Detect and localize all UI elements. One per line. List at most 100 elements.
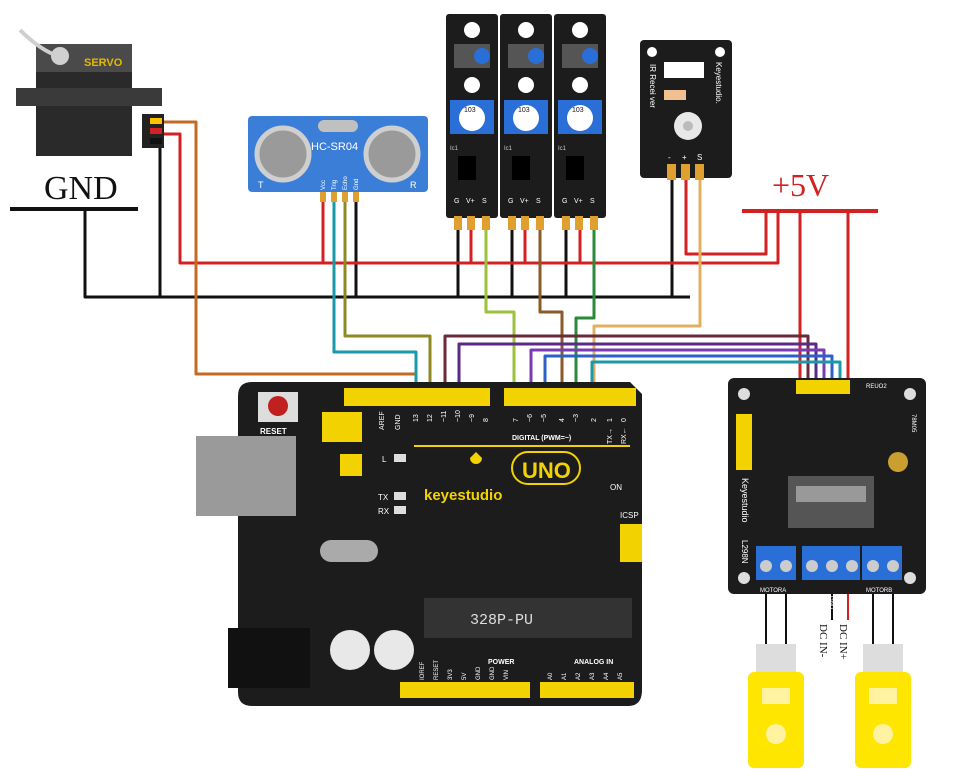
ultrasonic-echo-wire [343, 200, 432, 396]
dc-in-plus-label: DC IN+ [837, 624, 849, 660]
ctrl-wire-4 [543, 354, 834, 396]
ctrl-wire-3 [529, 348, 826, 396]
pin-7-label: 7 [513, 418, 520, 422]
line-sensor-1-pin-s: S [482, 198, 487, 205]
line-sensor-2-ic: Ic1 [504, 146, 513, 152]
line-sensor-2-pin-s: S [536, 198, 541, 205]
servo-label: SERVO [84, 57, 123, 69]
pin-13-label: 13 [413, 414, 420, 422]
line-sensor-1-pin-g: G [454, 198, 459, 205]
pin-3-label: ~3 [573, 414, 580, 422]
line-sensors: 103 Ic1 G V+ S 103 Ic1 G V+ S [446, 14, 606, 230]
pin-1-label: 1 [607, 418, 614, 422]
led-rx-label: RX [378, 507, 390, 516]
power-pin-gnd-2: GND [490, 666, 496, 680]
ultrasonic-pin-trig: Trig [332, 180, 338, 190]
aref-label: AREF [379, 411, 386, 430]
line-sensor-2: 103 Ic1 G V+ S [500, 14, 552, 230]
uno-brand-label: keyestudio [424, 487, 502, 504]
motor-b-label: MOTORB [866, 588, 892, 594]
l298-brand-label: Keyestudio [740, 478, 750, 523]
power-pin-ioref: IOREF [420, 661, 426, 680]
pin-6-label: ~6 [527, 414, 534, 422]
pin-12-label: 12 [427, 414, 434, 422]
analog-pin-a1: A1 [562, 672, 568, 680]
power-label: POWER [488, 659, 514, 666]
analog-pin-a5: A5 [618, 672, 624, 680]
ultrasonic-sensor: HC-SR04 T R Vcc Trig Echo Gnd [248, 116, 428, 202]
line-sensor-1-pin-v: V+ [466, 198, 475, 205]
uno-label: UNO [522, 458, 571, 483]
power-pin-vin: VIN [504, 670, 510, 680]
pin-5-label: ~5 [541, 414, 548, 422]
pin-2-label: 2 [591, 418, 598, 422]
l298-regulator-label: 78M05 [910, 414, 916, 433]
ultrasonic-trig-wire [332, 200, 418, 396]
gnd-bus-wire [83, 209, 690, 299]
servo-5v-wire [162, 132, 780, 265]
pin-10-label: ~10 [455, 410, 462, 422]
ctrl-wire-2 [457, 342, 818, 396]
icsp-label: ICSP [620, 511, 639, 520]
ir-pin-s: S [697, 153, 702, 162]
ultrasonic-pin-gnd: Gnd [354, 179, 360, 190]
ultrasonic-label: HC-SR04 [311, 141, 358, 153]
ultrasonic-t-label: T [258, 180, 264, 190]
l298-gnd-label: GND [828, 596, 834, 610]
ir-signal-wire [592, 180, 702, 396]
l298n-driver: REUO2 Keyestudio L298N 78M05 MOTORA MOTO… [728, 378, 926, 610]
l298-vms-label: VMS [848, 596, 854, 609]
led-l-label: L [382, 455, 387, 464]
l298-header-label: REUO2 [866, 384, 887, 390]
plus5v-label: +5V [772, 167, 829, 203]
reset-button-label: RESET [260, 427, 287, 436]
gear-motor-b [855, 644, 911, 768]
power-pin-reset: RESET [434, 660, 440, 680]
pin-9-label: ~9 [469, 414, 476, 422]
led-tx-label: TX [378, 493, 389, 502]
ir-pin-gnd: - [668, 153, 671, 162]
line-sensor-1-pot: 103 [464, 107, 476, 114]
analog-pin-a0: A0 [548, 672, 554, 680]
line2-signal-wire [538, 230, 564, 396]
analog-label: ANALOG IN [574, 659, 613, 666]
l298-5v-label: 5V [808, 596, 814, 603]
line-sensor-2-pin-v: V+ [520, 198, 529, 205]
line-sensor-1-ic: Ic1 [450, 146, 459, 152]
power-pin-gnd-1: GND [476, 666, 482, 680]
line-sensor-3-pin-v: V+ [574, 198, 583, 205]
power-pin-5v: 5V [462, 673, 468, 680]
line-sensor-1: 103 Ic1 G V+ S [446, 14, 498, 230]
servo-motor: SERVO [16, 28, 164, 156]
pin-4-label: 4 [559, 418, 566, 422]
line-sensor-2-pin-g: G [508, 198, 513, 205]
rx-arrow-label: RX← [621, 427, 628, 444]
line-sensor-3-pot: 103 [572, 107, 584, 114]
dc-in-minus-label: DC IN- [817, 624, 829, 658]
pin-11-label: ~11 [441, 411, 448, 422]
motor-a-label: MOTORA [760, 588, 786, 594]
ir-board-label: IR Recei ver [648, 64, 657, 108]
arduino-uno: RESET 328P-PU AREF GND 13 12 ~11 ~10 ~9 … [196, 382, 642, 706]
analog-pin-a3: A3 [590, 672, 596, 680]
line-sensor-3-pin-s: S [590, 198, 595, 205]
ladybug-icon [470, 452, 482, 464]
ultrasonic-pin-echo: Echo [343, 176, 349, 190]
line-sensor-2-pot: 103 [518, 107, 530, 114]
digital-label: DIGITAL (PWM=~) [512, 435, 571, 442]
ir-brand-label: Keyestudio. [714, 62, 723, 104]
line1-signal-wire [484, 230, 516, 396]
ir-pin-vcc: + [682, 153, 687, 162]
power-pin-3v3: 3V3 [448, 669, 454, 680]
ir-receiver: IR Recei ver Keyestudio. - + S [640, 40, 732, 180]
ctrl-wire-5 [590, 360, 842, 396]
pin-0-label: 0 [621, 418, 628, 422]
line-sensor-3-ic: Ic1 [558, 146, 567, 152]
on-label: ON [610, 483, 622, 492]
chip-label: 328P-PU [470, 612, 533, 629]
analog-pin-a2: A2 [576, 672, 582, 680]
ir-5v-wire [684, 180, 768, 256]
pin-8-label: 8 [483, 418, 490, 422]
ultrasonic-r-label: R [410, 180, 417, 190]
